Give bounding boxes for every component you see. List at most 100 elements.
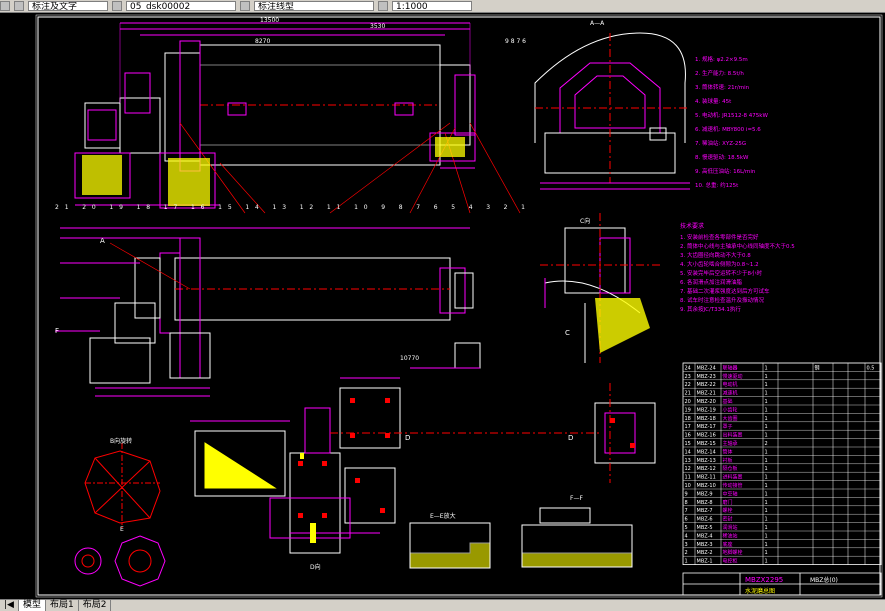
- bom-cell: 1: [765, 399, 768, 405]
- spec-line: 7. 稀油站: XYZ-25G: [695, 139, 746, 147]
- bom-cell: 1: [765, 416, 768, 422]
- dim-right: 3530: [370, 23, 385, 30]
- tab-layout2[interactable]: 布局2: [79, 600, 112, 611]
- bom-cell: 1: [765, 424, 768, 430]
- bom-cell: 稀油站: [723, 532, 738, 539]
- spec-line: 5. 电动机: JR1512-8 475kW: [695, 111, 768, 119]
- bom-cell: 1: [765, 466, 768, 472]
- part-numbers-top: 9 8 7 6: [505, 38, 526, 45]
- bom-cell: MBZ-14: [697, 449, 716, 455]
- spec-line: 9. 高低压油站: 16L/min: [695, 167, 756, 175]
- bom-cell: MBZ-12: [697, 466, 716, 472]
- bom-cell: 19: [685, 407, 691, 413]
- bom-cell: MBZ-3: [697, 542, 713, 548]
- layout-tab-bar: |◀ 模型 布局1 布局2: [0, 599, 885, 611]
- bom-cell: MBZ-16: [697, 433, 716, 439]
- bom-cell: 4: [685, 533, 688, 539]
- bom-cell: 1: [765, 458, 768, 464]
- bom-cell: 1: [685, 559, 688, 565]
- notes-line: 5. 安装完毕后空运转不少于8小时: [680, 269, 762, 277]
- bom-cell: MBZ-18: [697, 416, 716, 422]
- style-icon[interactable]: [112, 1, 122, 11]
- bom-cell: 13: [685, 458, 691, 464]
- notes-line: 2. 筒体中心线与主轴承中心线同轴度不大于0.5: [680, 242, 795, 250]
- spec-line: 3. 筒体转速: 21r/min: [695, 83, 750, 91]
- layer-combo[interactable]: 标注及文字: [28, 1, 108, 11]
- bom-cell: 1: [765, 365, 768, 371]
- bom-cell: 17: [685, 424, 691, 430]
- dimension-icon[interactable]: [240, 1, 250, 11]
- label-c: C: [565, 329, 570, 337]
- bom-cell: 1: [765, 559, 768, 565]
- bom-cell: MBZ-20: [697, 399, 716, 405]
- toolbar: 标注及文字 05_dsk00002 标注线型 1:1000: [0, 0, 885, 13]
- bom-cell: MBZ-9: [697, 491, 713, 497]
- folder-icon[interactable]: [0, 1, 10, 11]
- bom-cell: 1: [765, 374, 768, 380]
- drawing-canvas[interactable]: 13500 8270 3530 21 20 19 18 17 16 15 14 …: [0, 13, 885, 598]
- notes-line: 1. 安装前检查各零部件是否完好: [680, 233, 759, 241]
- title-block-code: MBZ总(0): [810, 576, 838, 584]
- tab-model[interactable]: 模型: [18, 600, 46, 611]
- bom-cell: 10: [685, 483, 691, 489]
- bom-cell: 21: [685, 391, 691, 397]
- scale-icon[interactable]: [378, 1, 388, 11]
- bom-cell: MBZ-13: [697, 458, 716, 464]
- layer-icon[interactable]: [14, 1, 24, 11]
- foundation-hatch-top: [82, 137, 465, 206]
- title-block: [682, 572, 882, 596]
- bom-cell: MBZ-10: [697, 483, 716, 489]
- bom-cell: 1: [765, 391, 768, 397]
- bom-cell: 1: [765, 500, 768, 506]
- bom-cell: 传动接管: [723, 482, 743, 489]
- bom-cell: 电动机: [723, 381, 738, 388]
- bom-cell: 8: [685, 500, 688, 506]
- spec-line: 10. 总重: 约125t: [695, 181, 739, 189]
- bom-cell: 7: [685, 508, 688, 514]
- notes-title: 技术要求: [680, 222, 704, 230]
- label-d-left: D: [405, 434, 410, 442]
- section-ee-view: [409, 522, 491, 569]
- bom-cell: 地脚螺栓: [723, 549, 743, 556]
- bom-cell: 基础: [723, 398, 733, 405]
- bom-cell: 1: [765, 517, 768, 523]
- bom-cell: 0.5: [867, 365, 875, 371]
- bom-cell: 主轴承: [723, 440, 738, 447]
- scale-combo[interactable]: 1:1000: [392, 1, 472, 11]
- bom-cell: 15: [685, 441, 691, 447]
- bom-cell: MBZ-5: [697, 525, 713, 531]
- tab-layout1[interactable]: 布局1: [46, 600, 79, 611]
- section-b-label: B向旋转: [110, 437, 132, 445]
- bom-cell: 筒体: [723, 448, 733, 455]
- bom-cell: 1: [765, 382, 768, 388]
- bom-cell: MBZ-1: [697, 559, 713, 565]
- bom-cell: 密封: [723, 516, 733, 523]
- spec-block: 1. 规格: φ2.2×9.5m2. 生产能力: 8.5t/h3. 筒体转速: …: [695, 55, 768, 189]
- bom-cell: 14: [685, 449, 691, 455]
- bom-cell: 减速机: [723, 390, 738, 397]
- label-f-plan: F: [55, 327, 59, 335]
- main-elevation-view: [74, 22, 521, 214]
- notes-line: 7. 基础二次灌浆强度达到后方可试车: [680, 287, 770, 295]
- bom-cell: 1: [765, 475, 768, 481]
- bom-cell: MBZ-15: [697, 441, 716, 447]
- style-combo[interactable]: 05_dsk00002: [126, 1, 236, 11]
- title-block-desc: 水泥磨总图: [745, 587, 775, 595]
- tab-nav-left[interactable]: |◀: [0, 600, 19, 611]
- bom-cell: 3: [685, 542, 688, 548]
- bom-cell: MBZ-22: [697, 382, 716, 388]
- bom-cell: 钢: [815, 364, 820, 371]
- small-circle-views: [74, 535, 166, 587]
- section-ff-label: F—F: [570, 495, 583, 502]
- spec-line: 4. 装球量: 45t: [695, 97, 732, 105]
- spec-line: 8. 慢速驱动: 18.5kW: [695, 153, 749, 161]
- bom-cell: 罩子: [723, 423, 733, 430]
- section-ff-view: [521, 507, 633, 568]
- bom-cell: MBZ-6: [697, 517, 713, 523]
- linetype-combo[interactable]: 标注线型: [254, 1, 374, 11]
- drawing-border: [37, 16, 881, 596]
- drawing-outer-border: [35, 14, 883, 598]
- cad-drawing[interactable]: 13500 8270 3530 21 20 19 18 17 16 15 14 …: [0, 13, 885, 598]
